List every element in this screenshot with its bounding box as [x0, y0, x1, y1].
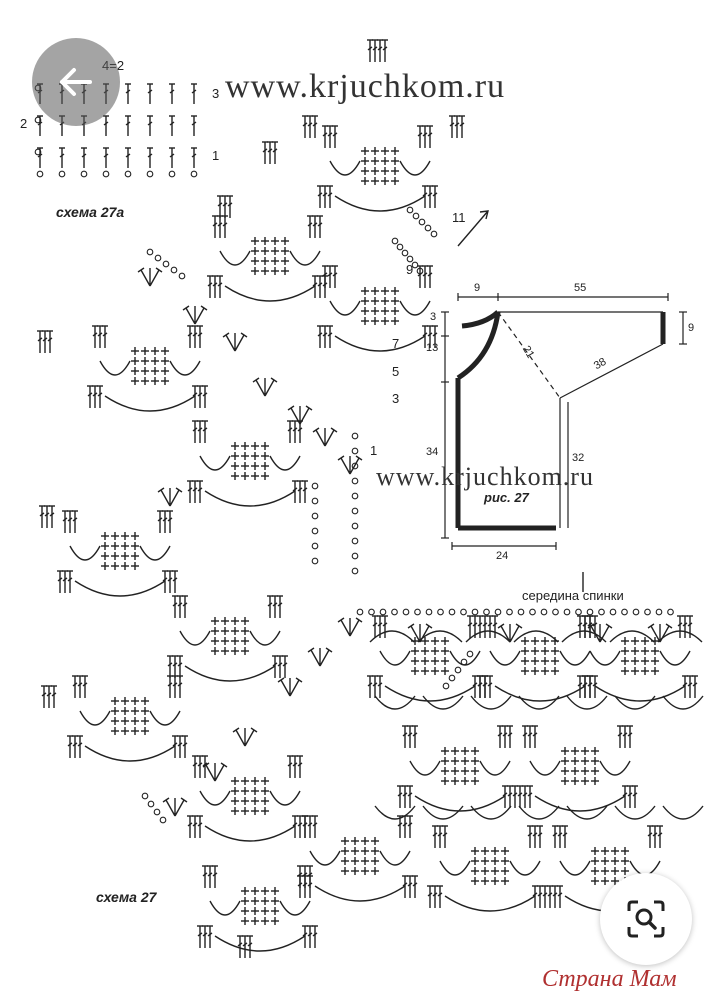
- row-number-7: 7: [392, 336, 400, 351]
- watermark-url-top: www.krjuchkom.ru: [225, 68, 506, 105]
- back-button[interactable]: [32, 38, 120, 126]
- scheme-27a-label: схема 27а: [56, 204, 125, 220]
- direction-arrow: [457, 210, 489, 247]
- figure-27-label: рис. 27: [484, 490, 529, 505]
- watermark-url-middle: www.krjuchkom.ru: [376, 462, 594, 491]
- row-number-9: 9: [406, 262, 414, 277]
- row-number-1: 1: [370, 443, 378, 458]
- crochet-diagram: [0, 6, 720, 1001]
- dim-left-c: 34: [426, 446, 439, 458]
- arrow-left-icon: [60, 68, 92, 96]
- row-number-5: 5: [392, 364, 400, 379]
- scheme-27a-row-1: 1: [212, 148, 220, 163]
- scheme-27a-row-3: 3: [212, 86, 220, 101]
- dim-left-b: 13: [426, 342, 439, 354]
- dim-top-right: 55: [574, 282, 587, 294]
- dim-top-left: 9: [474, 282, 481, 294]
- dim-sleeve-end: 9: [688, 322, 695, 334]
- brand-watermark: Страна Мам: [542, 966, 677, 992]
- center-back-label: середина спинки: [522, 588, 624, 603]
- dim-left-a: 3: [430, 311, 437, 323]
- scheme-27a-row-2: 2: [20, 116, 28, 131]
- dim-bottom: 24: [496, 550, 509, 562]
- row-number-3: 3: [392, 391, 400, 406]
- garment-schematic: [441, 293, 687, 550]
- visual-search-icon: [627, 900, 665, 938]
- pattern-sheet: www.krjuchkom.ru www.krjuchkom.ru схема …: [0, 6, 720, 1001]
- scheme-27-label: схема 27: [96, 889, 157, 905]
- row-number-11: 11: [452, 210, 466, 225]
- dim-side: 32: [572, 452, 585, 464]
- visual-search-button[interactable]: [600, 873, 692, 965]
